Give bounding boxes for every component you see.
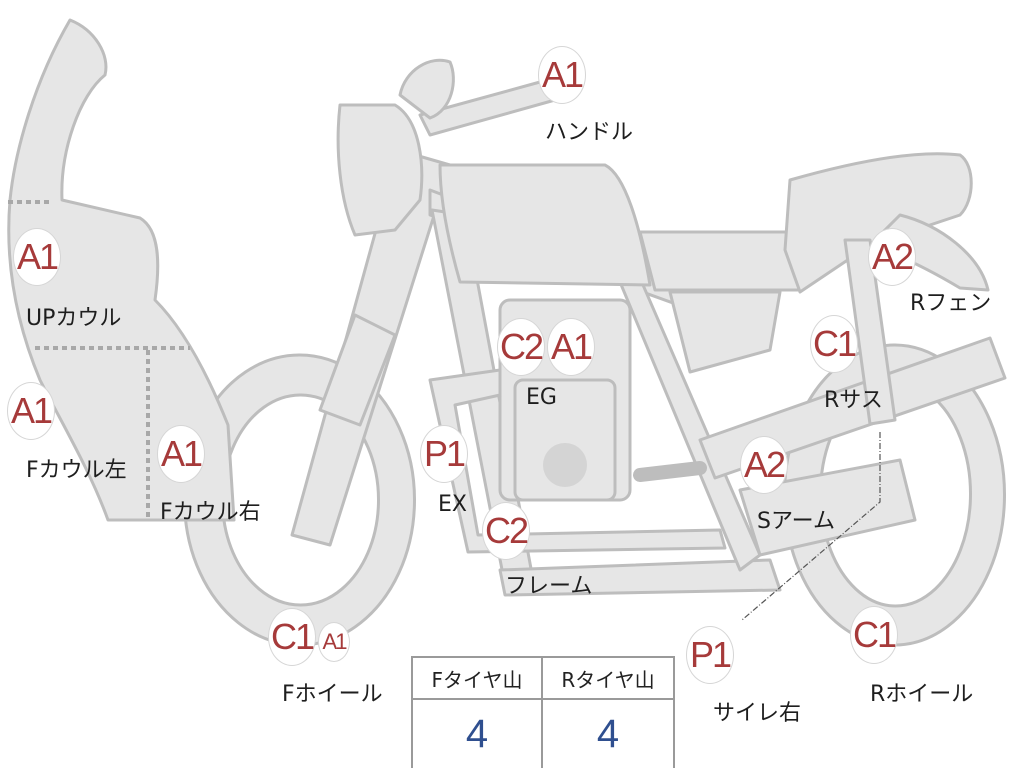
s-arm-label: Sアーム [757, 509, 835, 534]
handle-label: ハンドル [545, 120, 634, 145]
up-cowl-grade-badge: A1 [13, 228, 61, 286]
handle-grade-badge: A1 [538, 46, 586, 104]
r-fender-grade-badge: A2 [868, 228, 916, 286]
f-wheel-label: Fホイール [282, 682, 383, 707]
front-tire-header: Fタイヤ山 [413, 658, 543, 700]
silencer-right-label: サイレ右 [713, 701, 802, 726]
mirror [398, 58, 455, 120]
rear-tire-value: 4 [596, 711, 620, 756]
frame-grade-badge: C2 [482, 502, 530, 560]
tire-tread-table: Fタイヤ山 Rタイヤ山 4 4 [411, 656, 675, 768]
headlight [336, 103, 424, 237]
front-tire-value: 4 [413, 700, 543, 768]
engine-lower [513, 378, 617, 502]
up-cowl-label: UPカウル [26, 306, 122, 331]
r-wheel-grade-badge: C1 [850, 606, 898, 664]
r-sus-label: Rサス [824, 388, 883, 413]
r-wheel-label: Rホイール [870, 682, 974, 707]
frame-bottom [498, 558, 782, 597]
rear-shock [843, 238, 897, 426]
engine-grade-badge-2: A1 [547, 318, 595, 376]
seat [783, 152, 973, 294]
fuel-tank [438, 163, 652, 287]
exhaust-grade-badge: P1 [420, 425, 468, 483]
fork-boot [318, 313, 397, 427]
silencer-right-grade-badge: P1 [686, 626, 734, 684]
frame-label: フレーム [505, 574, 593, 599]
f-cowl-right-label: Fカウル右 [160, 500, 261, 525]
engine-cover [543, 443, 587, 487]
pivot-bolt [633, 461, 707, 482]
side-cover [638, 230, 802, 292]
engine-grade-badge-1: C2 [497, 318, 545, 376]
f-cowl-right-grade-badge: A1 [157, 425, 205, 483]
side-lower [668, 290, 782, 374]
f-wheel-grade-badge-1: C1 [268, 608, 316, 666]
silencer-leader-line [741, 432, 881, 621]
f-cowl-left-label: Fカウル左 [26, 458, 127, 483]
engine-label: EG [526, 385, 557, 410]
rear-tire-header: Rタイヤ山 [543, 658, 673, 700]
r-fender-label: Rフェン [910, 291, 992, 316]
exhaust-pipe [428, 368, 727, 554]
exhaust-label: EX [438, 492, 467, 517]
r-sus-grade-badge: C1 [810, 315, 858, 373]
s-arm-grade-badge: A2 [740, 436, 788, 494]
f-wheel-grade-badge-2: A1 [318, 622, 350, 662]
f-cowl-left-grade-badge: A1 [7, 382, 55, 440]
